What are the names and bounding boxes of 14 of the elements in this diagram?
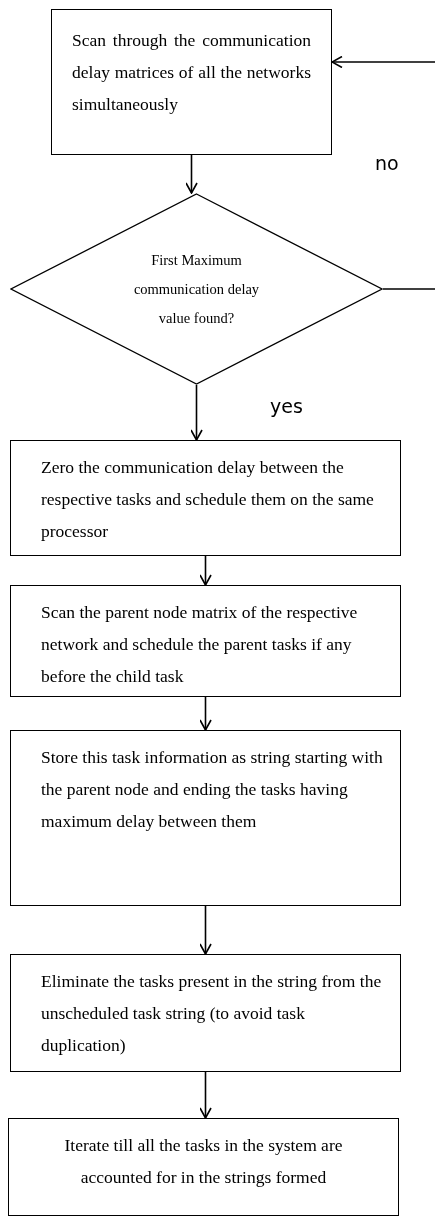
arrow [331,55,435,69]
arrow [190,384,203,441]
arrow [199,555,212,586]
arrow [199,696,212,731]
process-box: Zero the communication delay between the respective tasks and schedule them on the same processor [10,440,401,556]
arrow [185,154,198,194]
process-box: Scan the parent node matrix of the respective network and schedule the parent tasks if any before the child task [10,585,401,697]
process-box: Scan through the communication delay matrices of all the networks simultaneously [51,9,332,155]
arrow [199,1071,212,1119]
process-box: Eliminate the tasks present in the string from the unscheduled task string (to avoid task duplication) [10,954,401,1072]
arrow [199,905,212,955]
process-box: Store this task information as string starting with the parent node and ending the tasks having maximum delay between them [10,730,401,906]
process-box: Iterate till all the tasks in the system are accounted for in the strings formed [8,1118,399,1216]
decision-text: First Maximum communication delay value found? [133,251,260,326]
